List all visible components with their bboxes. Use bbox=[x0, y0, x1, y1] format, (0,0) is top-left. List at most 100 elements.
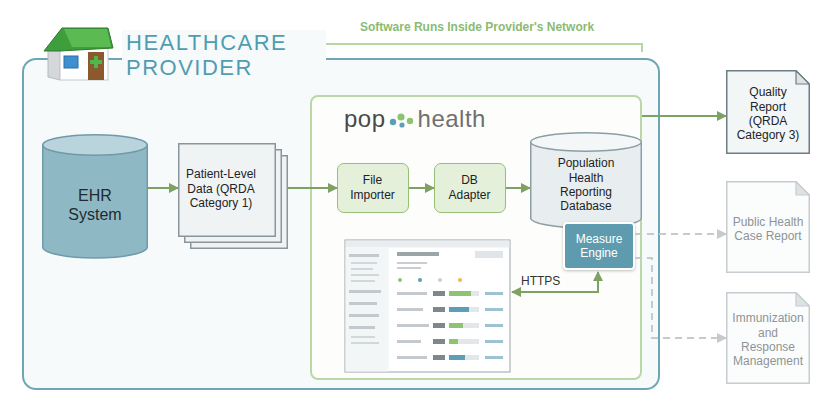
row-bar bbox=[449, 291, 479, 296]
cylinder-top bbox=[43, 135, 148, 156]
screen-header bbox=[346, 241, 510, 248]
house-cross bbox=[90, 60, 102, 64]
connector-arrow bbox=[506, 187, 530, 189]
stacked-page bbox=[179, 144, 276, 237]
row-bar-fill bbox=[449, 323, 463, 328]
row-label bbox=[397, 324, 429, 327]
report-document: Immunization and Response Management bbox=[726, 292, 810, 384]
database-label: Population Health Reporting Database bbox=[546, 156, 626, 214]
document-fold bbox=[796, 71, 809, 84]
document-fold bbox=[796, 293, 809, 306]
logo-dots bbox=[388, 108, 416, 130]
document-page bbox=[727, 182, 810, 273]
logo-dot bbox=[397, 113, 404, 120]
document-page bbox=[727, 293, 810, 384]
row-bar-fill bbox=[449, 307, 469, 312]
engine-box: Measure Engine bbox=[563, 222, 635, 270]
logo-text: pop bbox=[344, 105, 386, 133]
sidebar-line bbox=[351, 280, 375, 282]
row-bar-fill bbox=[449, 355, 465, 360]
sidebar-line bbox=[351, 342, 379, 344]
legend-dot bbox=[398, 278, 402, 282]
report-document: Public Health Case Report bbox=[726, 181, 810, 273]
logo-dot bbox=[399, 122, 404, 127]
row-bar bbox=[449, 307, 479, 312]
boundary-title: HEALTHCARE PROVIDER bbox=[122, 30, 326, 80]
document-stack: Patient-Level Data (QRDA Category 1) bbox=[178, 143, 288, 249]
process-box: File Importer bbox=[337, 163, 409, 213]
row-link bbox=[485, 356, 503, 359]
process-label: DB Adapter bbox=[443, 173, 496, 202]
sidebar-line bbox=[349, 302, 377, 305]
document-fold bbox=[796, 182, 809, 195]
process-box: DB Adapter bbox=[434, 163, 506, 213]
row-bar bbox=[449, 355, 479, 360]
screen-frame bbox=[345, 240, 510, 372]
provider-boundary: HEALTHCARE PROVIDEREHR SystemPatient-Lev… bbox=[22, 58, 660, 390]
connector-arrow bbox=[288, 187, 337, 189]
screen-row bbox=[397, 291, 503, 296]
process-label: File Importer bbox=[344, 173, 401, 202]
row-label bbox=[397, 340, 421, 343]
cylinder-body bbox=[531, 142, 642, 228]
sidebar-line bbox=[351, 336, 375, 338]
row-value bbox=[433, 323, 445, 328]
cylinder-top bbox=[531, 133, 642, 152]
logo-wordmark: pophealth bbox=[344, 105, 486, 133]
row-value bbox=[433, 307, 445, 312]
document-label: Immunization and Response Management bbox=[730, 311, 806, 369]
reporting-database: Population Health Reporting Database bbox=[530, 132, 642, 228]
row-label bbox=[397, 356, 427, 359]
row-label bbox=[397, 308, 423, 311]
document-label: Quality Report (QRDA Category 3) bbox=[730, 85, 806, 143]
row-link bbox=[485, 340, 503, 343]
sidebar-line bbox=[351, 268, 373, 270]
screen-line bbox=[397, 262, 427, 264]
sidebar-line bbox=[349, 326, 375, 329]
cylinder-body bbox=[43, 145, 148, 258]
protocol-label: HTTPS bbox=[521, 274, 581, 288]
house-roof bbox=[44, 28, 113, 51]
row-value bbox=[433, 291, 445, 296]
connector-arrow bbox=[148, 187, 178, 189]
logo-dot bbox=[406, 118, 412, 124]
sidebar-line bbox=[349, 254, 379, 257]
screen-row bbox=[397, 339, 503, 344]
engine-label: Measure Engine bbox=[569, 232, 629, 261]
scope-bracket bbox=[312, 44, 642, 52]
document-page bbox=[727, 71, 810, 154]
document-stack-outline bbox=[178, 143, 288, 249]
logo-dot bbox=[389, 119, 395, 125]
document-label: Public Health Case Report bbox=[730, 215, 806, 244]
legend-dot bbox=[418, 278, 422, 282]
screen-button bbox=[475, 251, 503, 258]
row-bar-fill bbox=[449, 291, 471, 296]
row-link bbox=[485, 292, 503, 295]
document-label: Patient-Level Data (QRDA Category 1) bbox=[184, 167, 258, 210]
legend-dot bbox=[458, 278, 462, 282]
screen-line bbox=[397, 267, 421, 269]
row-bar bbox=[449, 323, 479, 328]
screen-row bbox=[397, 355, 503, 360]
screen-title-bar bbox=[397, 252, 439, 256]
row-link bbox=[485, 324, 503, 327]
sidebar-line bbox=[351, 274, 379, 276]
house-window bbox=[64, 56, 78, 68]
report-document: Quality Report (QRDA Category 3) bbox=[726, 70, 810, 154]
connector-arrow bbox=[409, 187, 434, 189]
screen-sidebar bbox=[346, 248, 389, 372]
row-value bbox=[433, 355, 445, 360]
sidebar-line bbox=[349, 314, 379, 317]
connector-arrow bbox=[642, 115, 726, 117]
dashed-connector bbox=[635, 233, 726, 235]
house-roof-light bbox=[64, 29, 111, 47]
house-icon bbox=[44, 28, 113, 80]
sidebar-line bbox=[351, 262, 377, 264]
sidebar-line bbox=[349, 290, 381, 293]
row-bar-fill bbox=[449, 339, 458, 344]
house-door bbox=[88, 52, 104, 80]
scope-label: Software Runs Inside Provider's Network bbox=[312, 20, 642, 34]
house-front-wall bbox=[60, 46, 108, 80]
row-link bbox=[485, 308, 503, 311]
